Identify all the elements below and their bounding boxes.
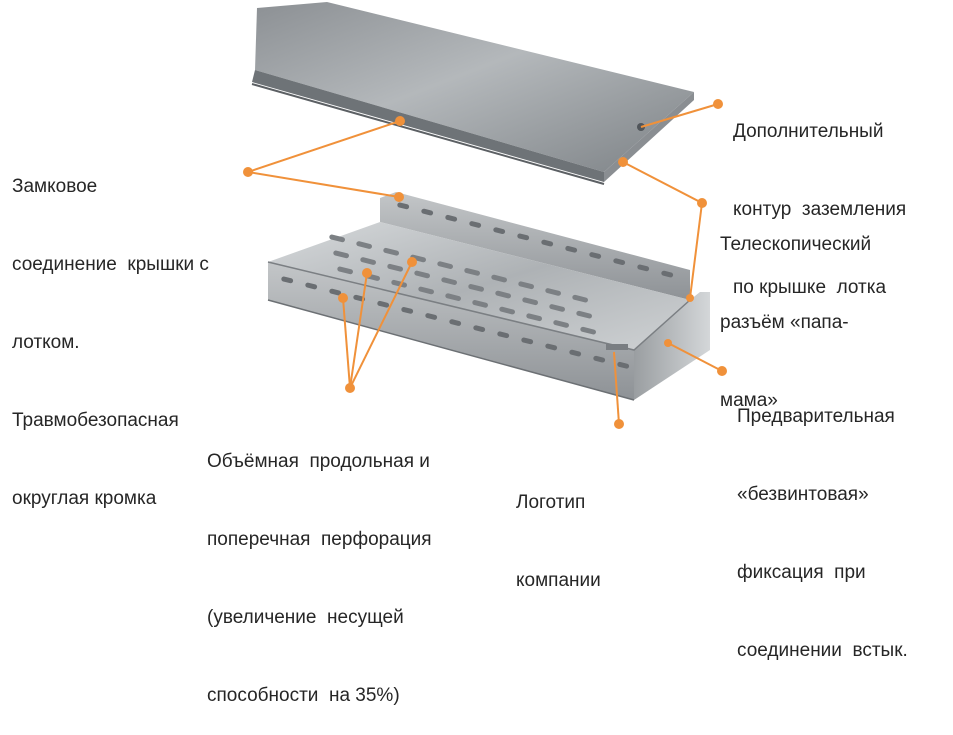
leader-logo [613, 351, 620, 425]
perforation-slot [545, 343, 558, 351]
dot-perforation-origin [345, 383, 355, 393]
perforation-slot [526, 313, 542, 322]
perforation-slot [425, 313, 438, 320]
perforation-slot [410, 254, 426, 263]
perforation-slot [329, 288, 342, 296]
perforation-slot [495, 290, 511, 299]
callout-grounding: Дополнительный контур заземления по крыш… [733, 121, 907, 298]
perforation-slot [637, 264, 650, 272]
dot-perforation-1 [338, 293, 348, 303]
perforation-slot [401, 307, 414, 314]
perforation-slot [391, 279, 407, 288]
perforation-slot [497, 331, 510, 339]
perforation-slot [521, 337, 534, 345]
perforation-slot [418, 286, 434, 295]
perforation-slot [421, 208, 434, 216]
perforation-slot [469, 221, 482, 228]
perforation-slot [569, 349, 582, 357]
perforation-slot [377, 300, 390, 308]
dot-lock-origin [243, 167, 253, 177]
back-wall-perforation [397, 202, 674, 278]
leader-endpoints [243, 99, 727, 429]
perforation-slot [522, 297, 538, 306]
perforation-slot [613, 258, 626, 266]
perforation-slot [397, 202, 410, 210]
perforation-slot [572, 294, 588, 303]
perforation-slot [305, 282, 318, 290]
perforation-slot [576, 310, 592, 319]
perforation-slot [565, 245, 578, 253]
dot-perforation-3 [407, 257, 417, 267]
perforation-slot [441, 277, 457, 285]
leader-lock-tray [247, 171, 400, 198]
perforation-slot [589, 252, 602, 259]
perforation-slot [329, 234, 345, 243]
tray-body [267, 192, 710, 401]
dot-lock-tray [394, 192, 404, 202]
perforation-slot [333, 250, 349, 259]
dot-lock-lid [395, 116, 405, 126]
dot-logo [614, 419, 624, 429]
perforation-slot [356, 241, 372, 249]
perforation-slot [549, 304, 565, 312]
leader-ground [640, 103, 719, 128]
callout-screwless-fixation: Предварительная «безвинтовая» фиксация п… [737, 406, 908, 661]
company-logo-mark [606, 344, 628, 350]
perforation-slot [545, 288, 561, 296]
perforation-slot [617, 361, 630, 369]
perforation-slot [281, 276, 294, 284]
callout-telescopic: Телескопический разъём «папа- мама» [720, 234, 872, 411]
perforation-slot [387, 263, 403, 272]
perforation-slot [383, 247, 399, 256]
dot-telescopic-bend [697, 198, 707, 208]
floor-perforation [329, 234, 596, 335]
perforation-slot [360, 257, 376, 265]
perforation-slot [472, 300, 488, 308]
dot-telescopic-lid [618, 157, 628, 167]
leader-screwless [667, 342, 723, 372]
perforation-slot [449, 319, 462, 326]
perforation-slot [414, 270, 430, 279]
dot-telescopic-tray [686, 294, 694, 302]
dot-ground [713, 99, 723, 109]
dot-screwless [717, 366, 727, 376]
perforation-slot [445, 293, 461, 301]
perforation-slot [493, 227, 506, 235]
perforation-slot [464, 268, 480, 276]
perforation-slot [437, 261, 453, 269]
callout-lock-connection: Замковое соединение крышки с лотком. Тра… [12, 176, 209, 509]
perforation-slot [517, 233, 530, 241]
dot-screwless-tray [664, 339, 672, 347]
callout-perforation: Объёмная продольная и поперечная перфора… [207, 451, 432, 706]
tray-lid [251, 2, 694, 185]
perforation-slot [445, 214, 458, 222]
perforation-slot [491, 274, 507, 283]
cable-tray-diagram [243, 2, 727, 429]
callout-logo: Логотип компании [516, 492, 601, 591]
perforation-slot [580, 326, 596, 335]
perforation-slot [468, 284, 484, 292]
leader-perforation-2 [349, 272, 368, 389]
perforation-slot [541, 239, 554, 247]
leader-perforation-3 [349, 261, 413, 389]
perforation-slot [593, 355, 606, 363]
leader-lock-lid [247, 120, 401, 173]
perforation-slot [499, 306, 515, 315]
leader-perforation-1 [342, 297, 351, 389]
perforation-slot [518, 281, 534, 290]
perforation-slot [337, 266, 353, 275]
perforation-slot [553, 320, 569, 328]
dot-perforation-2 [362, 268, 372, 278]
perforation-slot [473, 325, 486, 333]
perforation-slot [661, 270, 674, 278]
